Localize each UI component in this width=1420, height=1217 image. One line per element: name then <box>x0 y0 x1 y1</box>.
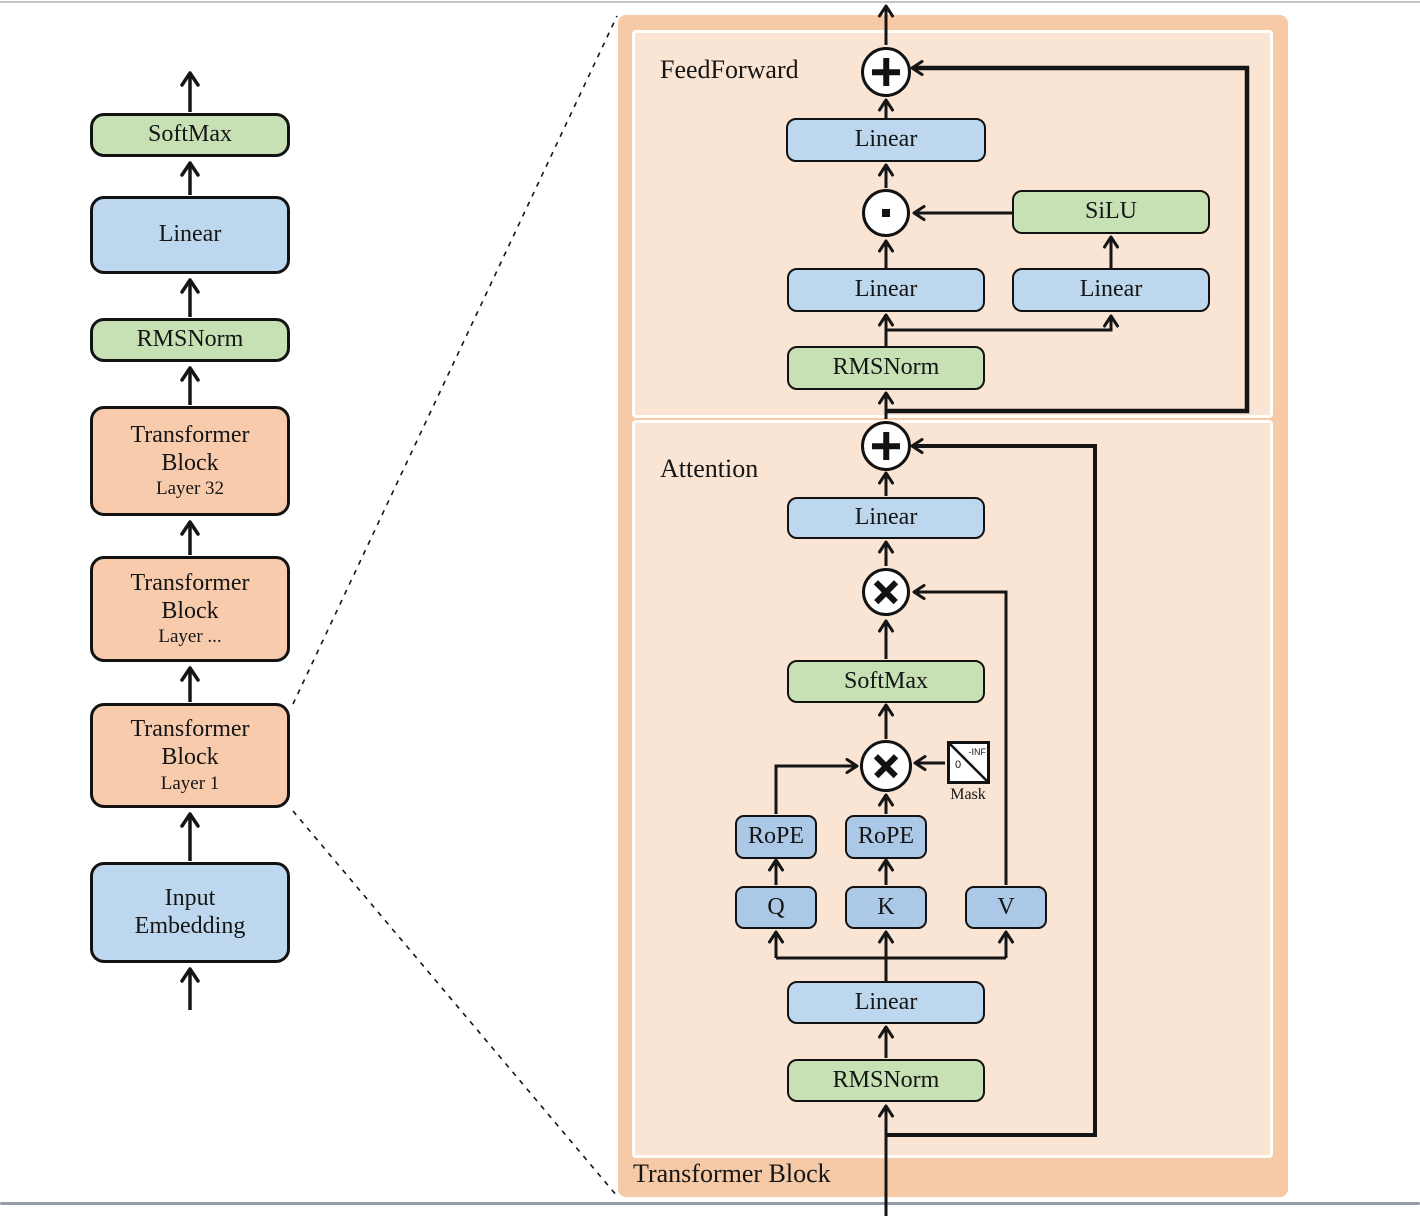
multiply-icon <box>865 571 907 613</box>
ff-linear-out-label: Linear <box>854 126 918 153</box>
tb1-line1: Transformer <box>130 716 250 743</box>
mask-zero-value: 0 <box>955 759 962 771</box>
transformer-block-layer32: Transformer Block Layer 32 <box>90 406 290 516</box>
attn-matmul-qk-operator <box>860 740 912 792</box>
dot-product-icon <box>865 192 907 234</box>
transformer-block-layer1: Transformer Block Layer 1 <box>90 703 290 808</box>
attn-linear-out-label: Linear <box>854 504 918 531</box>
att-residual-line <box>886 438 1097 1137</box>
ff-linear-gate-label: Linear <box>854 276 918 303</box>
plus-icon <box>864 50 908 94</box>
tbdots-line2: Block <box>161 597 219 624</box>
k-block: K <box>845 886 927 929</box>
tbdots-layer: Layer ... <box>158 626 222 648</box>
attn-linear-in-block: Linear <box>787 981 985 1024</box>
left-linear-block: Linear <box>90 196 290 274</box>
left-linear-label: Linear <box>158 221 222 248</box>
ff-add-operator <box>861 47 911 97</box>
rope-k-block: RoPE <box>845 815 927 859</box>
q-label: Q <box>767 893 785 920</box>
attn-softmax-label: SoftMax <box>844 667 928 694</box>
attn-add-operator <box>861 421 911 471</box>
transformer-block-panel-label: Transformer Block <box>633 1159 831 1188</box>
attention-section-label: Attention <box>660 454 759 483</box>
ff-linear-out-block: Linear <box>786 118 986 162</box>
inputemb-line1: Input <box>164 884 216 911</box>
left-rmsnorm-block: RMSNorm <box>90 318 290 362</box>
tb32-line1: Transformer <box>130 421 250 448</box>
ff-elementwise-product-operator <box>862 189 910 237</box>
multiply-icon <box>863 743 909 789</box>
attn-rmsnorm-label: RMSNorm <box>832 1066 940 1093</box>
left-softmax-block: SoftMax <box>90 113 290 157</box>
input-embedding-block: Input Embedding <box>90 862 290 963</box>
ff-linear-gate-block: Linear <box>787 268 985 312</box>
rope-q-label: RoPE <box>747 823 804 850</box>
attention-panel <box>632 420 1273 1158</box>
left-softmax-label: SoftMax <box>148 121 232 148</box>
branch-ffrmsnorm-ffup <box>886 314 1119 332</box>
silu-block: SiLU <box>1012 190 1210 234</box>
zoom-dash-top <box>292 15 618 705</box>
ff-rmsnorm-label: RMSNorm <box>832 354 940 381</box>
feedforward-section-label: FeedForward <box>660 55 799 84</box>
silu-label: SiLU <box>1084 198 1137 225</box>
plus-icon <box>864 424 908 468</box>
q-block: Q <box>735 886 817 929</box>
tb32-line2: Block <box>161 449 219 476</box>
v-block: V <box>965 886 1047 929</box>
zoom-dash-bottom <box>292 810 618 1197</box>
attn-softmax-block: SoftMax <box>787 660 985 703</box>
k-label: K <box>877 893 895 920</box>
tbdots-line1: Transformer <box>130 569 250 596</box>
tb32-layer: Layer 32 <box>155 478 225 500</box>
ff-residual-line <box>886 60 1250 414</box>
path-v-matmul1 <box>912 584 1008 885</box>
ff-linear-up-label: Linear <box>1079 276 1143 303</box>
inputemb-line2: Embedding <box>134 912 246 939</box>
tb1-layer: Layer 1 <box>160 772 220 794</box>
attn-linear-out-block: Linear <box>787 497 985 539</box>
ff-rmsnorm-block: RMSNorm <box>787 346 985 390</box>
path-ropeq-matmul2 <box>774 758 859 814</box>
ff-linear-up-block: Linear <box>1012 268 1210 312</box>
left-rmsnorm-label: RMSNorm <box>136 326 244 353</box>
mask-diagonal-line <box>950 744 987 781</box>
rope-q-block: RoPE <box>735 815 817 859</box>
top-edge-line <box>0 1 1420 3</box>
attn-linear-in-label: Linear <box>854 988 918 1015</box>
v-label: V <box>997 893 1015 920</box>
attn-rmsnorm-block: RMSNorm <box>787 1059 985 1102</box>
rope-k-label: RoPE <box>857 823 914 850</box>
causal-mask-box: -INF 0 <box>947 741 990 784</box>
mask-inf-value: -INF <box>968 747 987 757</box>
transformer-block-layer-dots: Transformer Block Layer ... <box>90 556 290 662</box>
mask-label: Mask <box>950 786 986 803</box>
bottom-edge-line <box>0 1202 1420 1205</box>
tb1-line2: Block <box>161 744 219 771</box>
attn-matmul-v-operator <box>862 568 910 616</box>
